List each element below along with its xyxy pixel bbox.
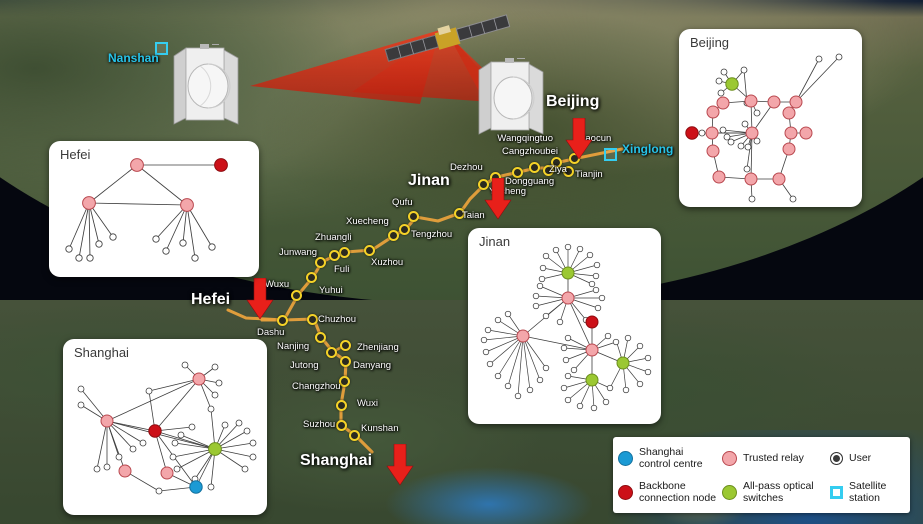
node-label-tengzhou: Tengzhou — [411, 229, 453, 240]
backbone-node-qufu[interactable] — [407, 210, 419, 222]
node-label-tianjin: Tianjin — [575, 169, 603, 180]
node-label-ziya: Ziya — [549, 164, 567, 175]
node-label-chuzhou: Chuzhou — [318, 314, 357, 325]
node-label-yuhui: Yuhui — [319, 285, 343, 296]
legend-marker-shanghai-control-centre — [618, 450, 633, 466]
node-label-qufu: Qufu — [392, 197, 413, 208]
legend-marker-user — [830, 451, 843, 465]
city-label-shanghai: Shanghai — [300, 452, 373, 469]
inset-card-shanghai[interactable]: Shanghai — [63, 339, 267, 515]
legend-marker-satellite-station — [830, 485, 843, 499]
pointer-arrow-jinan — [484, 178, 512, 220]
node-label-jutong: Jutong — [290, 360, 319, 371]
backbone-node-zhenjiang[interactable] — [339, 339, 351, 351]
node-label-wuxi: Wuxi — [357, 398, 378, 409]
legend-marker-trusted-relay — [722, 450, 737, 466]
node-label-junwang: Junwang — [279, 247, 318, 258]
pointer-arrow-shanghai — [386, 444, 414, 486]
node-label-wangqingtuo: Wangqingtuo — [497, 133, 553, 144]
backbone-node-fuli[interactable] — [328, 249, 340, 261]
node-label-xuzhou: Xuzhou — [371, 257, 404, 268]
node-label-suzhou: Suzhou — [303, 419, 336, 430]
inset-title-beijing: Beijing — [690, 35, 730, 50]
city-label-beijing: Beijing — [546, 93, 600, 110]
backbone-node-wuxu[interactable] — [290, 289, 302, 301]
legend-label-trusted-relay: Trusted relay — [743, 451, 804, 464]
backbone-node-cangzhoubei[interactable] — [528, 161, 540, 173]
inset-title-hefei: Hefei — [60, 147, 91, 162]
backbone-node-xuecheng[interactable] — [387, 229, 399, 241]
shanghai-network-graph — [77, 361, 257, 495]
inset-card-beijing[interactable]: Beijing — [679, 29, 862, 207]
node-label-nanjing: Nanjing — [277, 341, 310, 352]
satellite-station-label-xinglong: Xinglong — [622, 142, 674, 156]
city-label-hefei: Hefei — [191, 291, 231, 308]
node-label-kunshan: Kunshan — [361, 423, 399, 434]
satellite-station-label-nanshan: Nanshan — [108, 51, 159, 65]
backbone-node-yuhui[interactable] — [305, 271, 317, 283]
pointer-arrow-hefei — [246, 278, 274, 320]
node-label-cangzhoubei: Cangzhoubei — [502, 146, 558, 157]
node-label-dashu: Dashu — [257, 327, 285, 338]
inset-card-hefei[interactable]: Hefei — [49, 141, 259, 277]
node-label-taian: Taian — [462, 210, 485, 221]
jinan-network-graph — [480, 243, 652, 412]
node-label-danyang: Danyang — [353, 360, 392, 371]
backbone-node-suzhou[interactable] — [335, 419, 347, 431]
pointer-arrow-beijing — [565, 118, 593, 160]
node-label-fuli: Fuli — [334, 264, 350, 275]
backbone-node-tengzhou[interactable] — [398, 223, 410, 235]
node-label-zhuangli: Zhuangli — [315, 232, 352, 243]
backbone-node-danyang[interactable] — [339, 355, 351, 367]
backbone-node-chuzhou[interactable] — [306, 313, 318, 325]
node-label-changzhou: Changzhou — [292, 381, 341, 392]
backbone-node-wuxi[interactable] — [335, 399, 347, 411]
ground-station-xinglong — [478, 58, 544, 135]
inset-title-shanghai: Shanghai — [74, 345, 129, 360]
backbone-node-dashu[interactable] — [276, 314, 288, 326]
node-label-zhenjiang: Zhenjiang — [357, 342, 399, 353]
ground-station-nanshan — [173, 44, 239, 125]
legend-marker-backbone-connection-node — [618, 484, 633, 500]
backbone-node-kunshan[interactable] — [348, 429, 360, 441]
node-label-xuecheng: Xuecheng — [346, 216, 389, 227]
city-label-jinan: Jinan — [408, 172, 450, 189]
backbone-node-junwang[interactable] — [314, 256, 326, 268]
hangzhou-bay — [369, 444, 610, 524]
satellite-station-marker-xinglong[interactable] — [604, 148, 617, 161]
legend-label-user: User — [849, 451, 872, 464]
backbone-node-jutong[interactable] — [325, 346, 337, 358]
backbone-node-zhuangli[interactable] — [338, 246, 350, 258]
inset-card-jinan[interactable]: Jinan — [468, 228, 661, 424]
backbone-node-xuzhou[interactable] — [363, 244, 375, 256]
node-label-dezhou: Dezhou — [450, 162, 483, 173]
legend-item-trusted-relay: Trusted relay — [722, 450, 830, 466]
legend-item-user: User — [830, 451, 915, 465]
beijing-network-graph — [685, 53, 843, 203]
inset-title-jinan: Jinan — [479, 234, 511, 249]
backbone-node-nanjing[interactable] — [314, 331, 326, 343]
legend-marker-all-pass-optical-switches — [722, 484, 737, 500]
